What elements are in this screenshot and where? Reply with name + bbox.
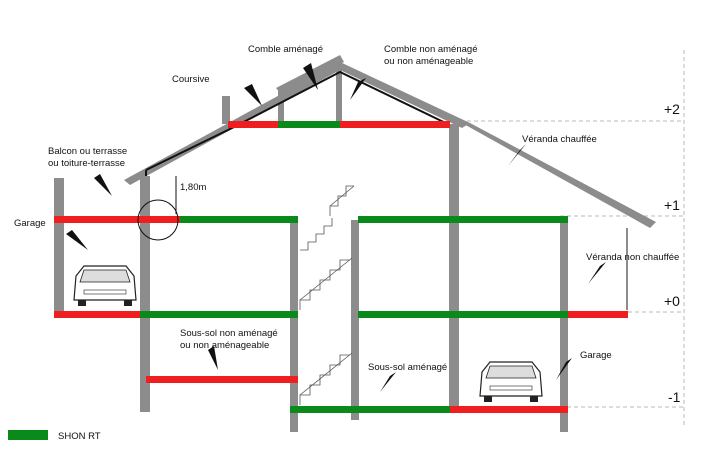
arrow-comble-amenage [303,63,318,90]
arrow-garage-left [66,230,88,250]
left-main-wall [140,176,150,412]
label-sous-sol-amenage: Sous-sol aménagé [368,362,447,373]
stair-lower-flight [299,259,350,310]
dimension-label: 1,80m [180,182,206,193]
coursive-chimney [222,96,230,124]
label-balcon-1: Balcon ou terrasse [48,146,127,157]
walls [54,124,628,432]
arrow-balcon [94,174,112,196]
legend: SHON RT [8,430,101,442]
stair-mid-flight [300,218,333,251]
car-left-windshield [79,269,131,283]
slab-ground-right-green [358,311,568,318]
label-balcon-2: ou toiture-terrasse [48,158,125,169]
label-sous-sol-non-amenage-1: Sous-sol non aménagé [180,328,278,339]
label-garage-left: Garage [14,218,46,229]
garage-left-outer-wall [54,178,64,318]
car-right-grille [489,385,533,391]
right-main-wall [449,124,459,412]
level-zero: +0 [664,293,680,309]
level-markers: +2 +1 +0 -1 [664,101,681,405]
car-left-wheel-left [78,300,86,306]
height-marker-circle [137,199,179,241]
car-left-wheel-right [124,300,132,306]
stair-left-wall [290,220,298,432]
veranda-wall [560,216,568,432]
car-right [479,361,543,402]
arrow-garage-right [556,358,572,380]
car-right-windshield [485,365,537,379]
slab-basement-green [290,406,450,413]
stair-right-wall [351,220,359,420]
stair-upper-flight [329,185,354,216]
slab-attic-right-red [340,121,450,128]
car-right-wheel-left [484,396,492,402]
label-comble-non-amenage-1: Comble non aménagé [384,44,477,55]
floor-slabs [54,121,628,413]
stair-rail-2 [299,352,353,396]
pointer-arrows [66,63,606,392]
slab-basement-unused-red [146,376,298,383]
level-plus1: +1 [664,197,680,213]
label-veranda-chauffee: Véranda chauffée [522,134,597,145]
dormer-wall-left [278,88,284,124]
legend-swatch-shon-rt [8,430,48,440]
level-plus2: +2 [664,101,680,117]
label-comble-amenage: Comble aménagé [248,44,323,55]
car-left [73,265,137,306]
dormer-wall-right [336,62,342,124]
stair-basement-flight [299,354,350,405]
arrow-coursive [244,84,262,106]
arrow-sous-sol-non-amenage [208,346,218,370]
labels: Comble aménagé Comble non aménagé ou non… [14,44,679,373]
veranda-outer-post [626,228,628,310]
stair-rail-3 [329,185,355,207]
slab-attic-left-red [228,121,278,128]
label-garage-right: Garage [580,350,612,361]
slab-attic-green [278,121,340,128]
legend-label-shon-rt: SHON RT [58,431,101,442]
slab-ground-garage-red [54,311,140,318]
slab-basement-garage-red [450,406,568,413]
slab-ground-veranda-red [568,311,628,318]
arrow-comble-non-amenage [350,78,366,100]
label-veranda-non-chauffee: Véranda non chauffée [586,252,679,263]
inner-roof-outline [145,70,457,171]
label-coursive: Coursive [172,74,210,85]
staircase [299,185,355,405]
slab-first-left-green [180,216,298,223]
car-left-grille [83,289,127,295]
level-minus1: -1 [668,389,681,405]
slab-balcony-red [54,216,180,223]
label-sous-sol-non-amenage-2: ou non aménageable [180,340,269,351]
slab-ground-left-green [140,311,298,318]
slab-first-right-green [358,216,568,223]
height-marker: 1,80m [137,176,206,241]
arrow-veranda-chauffee [508,144,526,166]
arrow-veranda-non-chauffee [588,262,606,284]
veranda-roof [462,123,656,228]
arrow-sous-sol-amenage [380,372,396,392]
stair-rail-1 [299,257,353,301]
label-comble-non-amenage-2: ou non aménageable [384,56,473,67]
car-right-wheel-right [530,396,538,402]
